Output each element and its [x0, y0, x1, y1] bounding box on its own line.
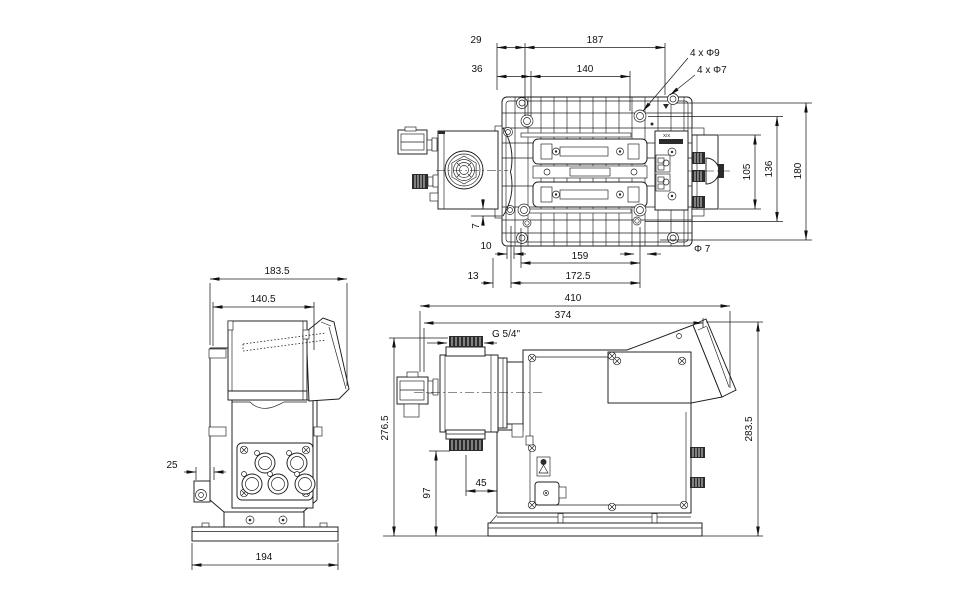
dim-105: 105 [742, 163, 753, 180]
dim-13: 13 [467, 271, 479, 282]
body-screws [527, 351, 689, 512]
dim-140: 140 [577, 64, 594, 75]
control-panel-top: X/X [654, 130, 689, 211]
display-module-side [692, 318, 737, 398]
dim-410: 410 [565, 293, 582, 304]
dim-180: 180 [793, 162, 804, 179]
dim-140-5: 140.5 [250, 294, 275, 305]
pump-head-side [396, 336, 545, 451]
dim-25: 25 [166, 460, 178, 471]
plate-mark: X/X [663, 133, 670, 138]
dim-183-5: 183.5 [264, 266, 289, 277]
cable-gland-side [396, 371, 429, 418]
dim-7: 7 [471, 223, 482, 229]
suction-valve [445, 429, 486, 451]
side-view: 410 374 G 5/4" 276.5 97 45 283.5 [380, 293, 763, 537]
dim-194: 194 [256, 552, 273, 563]
dim-29: 29 [470, 35, 482, 46]
side-view-dimensions: 410 374 G 5/4" 276.5 97 45 283.5 [380, 293, 763, 537]
front-view: 183.5 140.5 25 194 [166, 266, 350, 570]
mounting-bracket-front [193, 480, 211, 503]
dim-dia7: Φ 7 [694, 244, 711, 255]
dim-10: 10 [480, 241, 492, 252]
discharge-valve [445, 336, 486, 357]
mounting-holes [503, 93, 679, 244]
dim-136: 136 [764, 160, 775, 177]
dim-187: 187 [587, 35, 604, 46]
orientation-mark [663, 104, 669, 109]
dim-172-5: 172.5 [565, 271, 590, 282]
callout-4xd9: 4 x Φ9 [690, 48, 720, 59]
baseplate [501, 93, 693, 247]
motor-top [688, 127, 730, 217]
base-plate-front [191, 526, 339, 542]
top-view: X/X [397, 35, 812, 288]
dim-45: 45 [475, 478, 487, 489]
side-body [496, 324, 723, 514]
callout-4xd7: 4 x Φ7 [697, 65, 727, 76]
display-module-front [227, 317, 350, 402]
dim-159: 159 [572, 251, 589, 262]
front-view-dimensions: 183.5 140.5 25 194 [166, 266, 348, 570]
drain-plate [534, 481, 567, 506]
dim-g54: G 5/4" [492, 329, 520, 340]
dim-276-5: 276.5 [380, 415, 391, 440]
valve-fitting-icon [444, 150, 484, 190]
dim-374: 374 [555, 310, 572, 321]
top-view-dimensions: 29 187 36 140 4 x Φ9 4 x Φ7 105 136 180 … [467, 35, 812, 288]
base-side [487, 513, 703, 537]
pump-head-top [397, 125, 513, 219]
dim-97: 97 [422, 487, 433, 499]
side-knobs [690, 447, 705, 488]
warning-label [536, 456, 551, 477]
connector-plate [236, 442, 316, 501]
cable-connectors [241, 450, 316, 495]
dim-36: 36 [471, 64, 483, 75]
dim-283-5: 283.5 [744, 416, 755, 441]
